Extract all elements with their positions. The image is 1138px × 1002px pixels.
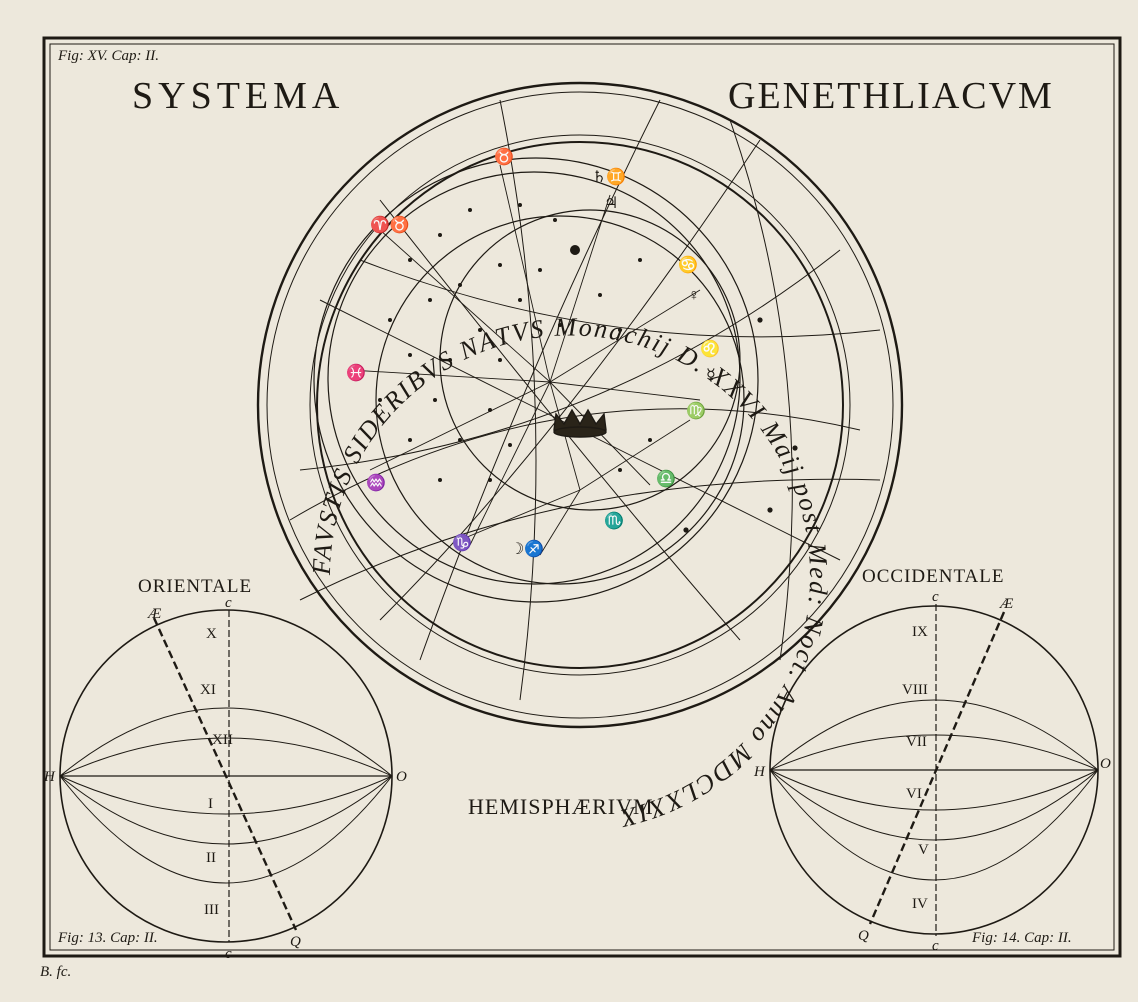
plate-frame-outer (42, 36, 1122, 958)
title-left: SYSTEMA (132, 75, 345, 117)
plate-frame-inner (49, 43, 1115, 951)
title-right: GENETHLIACVM (728, 75, 1054, 117)
right-house-v: V (918, 842, 929, 858)
left-house-iii: III (204, 902, 219, 918)
right-house-vi: VI (906, 786, 922, 802)
hemisphere-left-labels: c c H O Æ Q X XI XII I II III (43, 595, 407, 962)
caption-occidentale: OCCIDENTALE (862, 566, 1005, 587)
svg-text:♉: ♉ (494, 147, 514, 166)
svg-text:♄♊: ♄♊ (592, 167, 626, 186)
left-bottom-pole: c (225, 946, 232, 962)
svg-text:♎: ♎ (656, 469, 676, 488)
left-top-pole: c (225, 595, 232, 611)
left-end-bottom: Q (290, 934, 301, 950)
zodiac-rings (313, 157, 759, 603)
caption-hemisphaerium: HEMISPHÆRIVM (468, 794, 654, 819)
svg-text:♀: ♀ (688, 287, 700, 304)
crown-emblem (553, 408, 607, 438)
engraver-signature: B. fc. (40, 964, 72, 980)
caption-orientale: ORIENTALE (138, 576, 253, 597)
right-house-viii: VIII (902, 682, 928, 698)
hemisphere-right-diagram (769, 604, 1099, 936)
left-house-ii: II (206, 850, 216, 866)
right-end-top: Æ (998, 596, 1014, 612)
left-house-i: I (208, 796, 213, 812)
svg-text:♍: ♍ (686, 401, 706, 420)
right-end-bottom: Q (858, 928, 869, 944)
svg-text:♈♉: ♈♉ (370, 215, 410, 234)
right-house-vii: VII (906, 734, 927, 750)
hemisphere-right-labels: c c H O Æ Q IX VIII VII VI V IV (753, 589, 1111, 954)
corner-label-bottom-right: Fig: 14. Cap: II. (972, 930, 1072, 946)
left-house-xii: XII (212, 732, 233, 748)
left-end-top: Æ (146, 606, 162, 622)
right-point-o: O (1100, 756, 1111, 772)
svg-text:♑: ♑ (452, 533, 472, 552)
svg-text:☽♐: ☽♐ (510, 539, 544, 558)
svg-text:♒: ♒ (366, 473, 386, 492)
right-house-ix: IX (912, 624, 928, 640)
hemisphere-left-diagram (59, 609, 393, 943)
left-point-h: H (43, 769, 56, 785)
right-top-pole: c (932, 589, 939, 605)
right-point-h: H (753, 764, 766, 780)
star-field (378, 203, 798, 533)
svg-text:♏: ♏ (604, 511, 624, 530)
svg-text:♓: ♓ (346, 363, 366, 382)
ring-inscription: FAVSTIS SIDERIBVS NATVS Monachij D. XXVI… (307, 312, 833, 833)
corner-label-bottom-left: Fig: 13. Cap: II. (58, 930, 158, 946)
left-house-xi: XI (200, 682, 216, 698)
right-house-iv: IV (912, 896, 928, 912)
zodiac-glyphs: ♉ ♄♊ ♃ ♋ ♀ ♌ ☿ ♍ ♎ ♏ ☽♐ ♑ ♒ ♓ ♈♉ (346, 147, 720, 558)
corner-label-top-left: Fig: XV. Cap: II. (58, 48, 159, 64)
left-point-o: O (396, 769, 407, 785)
svg-text:☿: ☿ (706, 367, 716, 384)
right-bottom-pole: c (932, 938, 939, 954)
left-house-x: X (206, 626, 217, 642)
svg-text:♌: ♌ (700, 339, 720, 358)
svg-text:♃: ♃ (604, 195, 618, 212)
svg-text:♋: ♋ (678, 255, 698, 274)
